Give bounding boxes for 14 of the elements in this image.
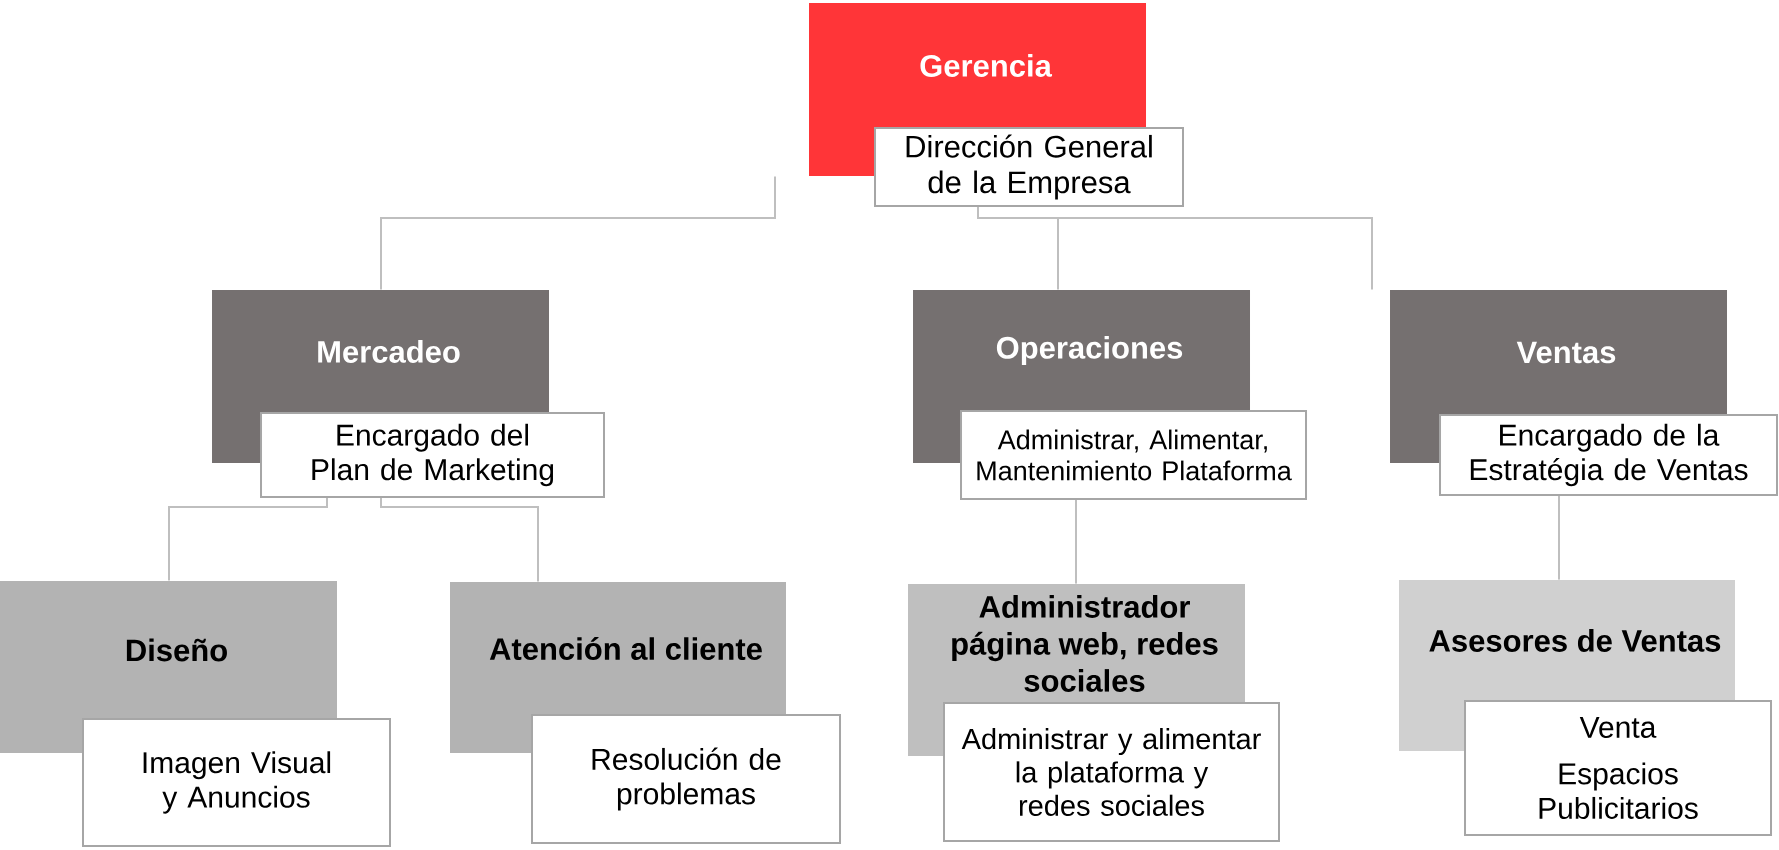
connector-line [168, 497, 328, 582]
connector-line [1558, 495, 1560, 581]
connector-line [380, 497, 539, 583]
description-box: Dirección General de la Empresa [874, 127, 1184, 207]
description-box: Imagen Visual y Anuncios [82, 718, 391, 847]
description-box: Administrar y alimentar la plataforma y redes sociales [943, 702, 1280, 842]
description-box: Venta Espacios Publicitarios [1464, 700, 1772, 836]
connector-line [977, 206, 1373, 291]
connector-line [380, 175, 776, 291]
description-box: Resolución de problemas [531, 714, 841, 844]
description-box: Encargado del Plan de Marketing [260, 412, 605, 498]
connector-line [1075, 499, 1077, 585]
description-box: Administrar, Alimentar, Mantenimiento Plataforma [960, 410, 1307, 500]
description-box: Encargado de la Estratégia de Ventas [1439, 414, 1778, 496]
